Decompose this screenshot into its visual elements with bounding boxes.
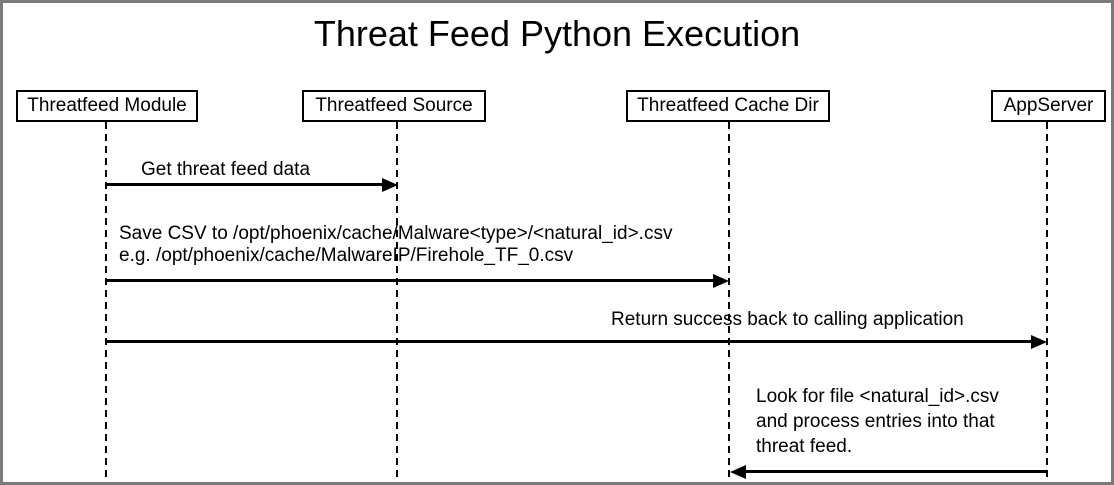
message-arrow-line [743, 470, 1047, 473]
actor-box-threatfeed-cache-dir: Threatfeed Cache Dir [626, 90, 830, 122]
diagram-title: Threat Feed Python Execution [313, 13, 801, 54]
message-label-line: Get threat feed data [141, 159, 311, 180]
actor-box-threatfeed-module: Threatfeed Module [16, 90, 198, 122]
message-arrow-line [106, 183, 386, 186]
actor-box-threatfeed-source: Threatfeed Source [302, 90, 486, 122]
actor-label: AppServer [1003, 95, 1094, 116]
actor-label: Threatfeed Source [315, 95, 473, 116]
arrowhead-right-icon [1031, 335, 1047, 349]
lifeline-threatfeed-module [105, 122, 107, 481]
arrowhead-right-icon [713, 274, 729, 288]
message-label-line: threat feed. [756, 436, 853, 457]
message-label-line: Look for file <natural_id>.csv [756, 386, 999, 407]
message-label: Save CSV to /opt/phoenix/cache/Malware<t… [119, 223, 672, 267]
message-arrow-line [106, 279, 717, 282]
message-label: Return success back to calling applicati… [611, 309, 964, 331]
message-label-line: and process entries into that [756, 411, 995, 432]
message-arrow-line [106, 340, 1035, 343]
message-label: Look for file <natural_id>.csv and proce… [756, 384, 999, 459]
message-label-line: Save CSV to /opt/phoenix/cache/Malware<t… [119, 223, 673, 244]
lifeline-threatfeed-source [396, 122, 398, 481]
actor-label: Threatfeed Module [27, 95, 187, 116]
actor-label: Threatfeed Cache Dir [637, 95, 819, 116]
lifeline-appserver [1046, 122, 1048, 481]
message-label: Get threat feed data [141, 159, 310, 181]
message-label-line: e.g. /opt/phoenix/cache/MalwareIP/Fireho… [119, 245, 574, 266]
actor-box-appserver: AppServer [991, 90, 1106, 122]
lifeline-threatfeed-cache-dir [728, 122, 730, 481]
arrowhead-right-icon [382, 178, 398, 192]
arrowhead-left-icon [730, 465, 746, 479]
message-label-line: Return success back to calling applicati… [611, 309, 964, 330]
